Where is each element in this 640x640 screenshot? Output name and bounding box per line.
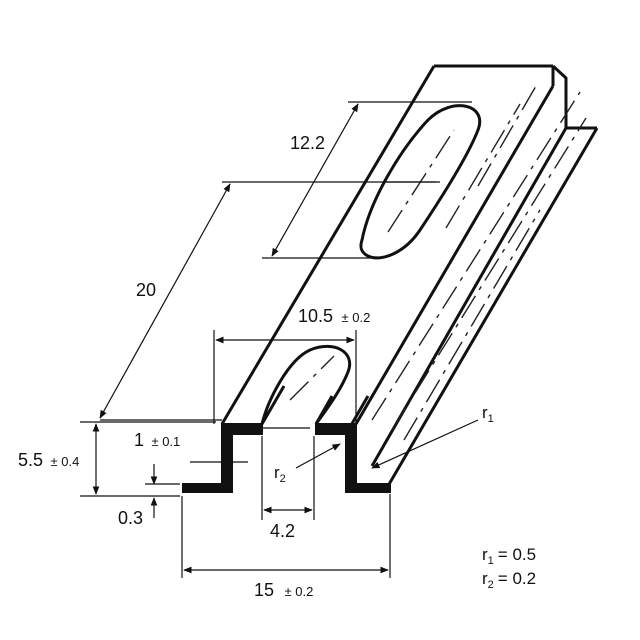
radius-r1-callout: r1: [371, 403, 494, 469]
front-slot: [260, 344, 352, 425]
dimension-pitch: 20: [99, 183, 231, 421]
dimension-slot-width: 4.2: [261, 436, 315, 541]
rail-profile-left: [182, 423, 263, 493]
r1-label: r1: [482, 403, 494, 425]
dimension-base-offset: 0.3: [118, 497, 158, 528]
slot-width-label: 4.2: [270, 521, 295, 541]
inner-width-label: 10.5 ± 0.2: [298, 306, 370, 326]
dimension-outer-width: 15 ± 0.2: [181, 494, 391, 600]
upper-slot: [359, 104, 482, 260]
rail-profile-right: [315, 423, 391, 493]
dimension-thickness: 1 ± 0.1: [134, 430, 180, 485]
r2-label: r2: [274, 463, 286, 485]
legend-r2: r2= 0.2: [482, 569, 536, 591]
dimension-slot-length: 12.2: [262, 101, 472, 259]
radius-legend: r1= 0.5 r2= 0.2: [482, 545, 536, 591]
base-offset-label: 0.3: [118, 508, 143, 528]
pitch-label: 20: [136, 280, 156, 300]
thickness-label: 1 ± 0.1: [134, 430, 180, 450]
dimension-height: 5.5 ± 0.4: [18, 421, 216, 497]
dimension-inner-width: 10.5 ± 0.2: [213, 306, 370, 424]
rail-body: [182, 64, 599, 493]
radius-r2-callout: r2: [274, 443, 341, 485]
height-label: 5.5 ± 0.4: [18, 450, 79, 470]
outer-width-label: 15 ± 0.2: [254, 580, 313, 600]
legend-r1: r1= 0.5: [482, 545, 536, 567]
slot-length-label: 12.2: [290, 133, 325, 153]
